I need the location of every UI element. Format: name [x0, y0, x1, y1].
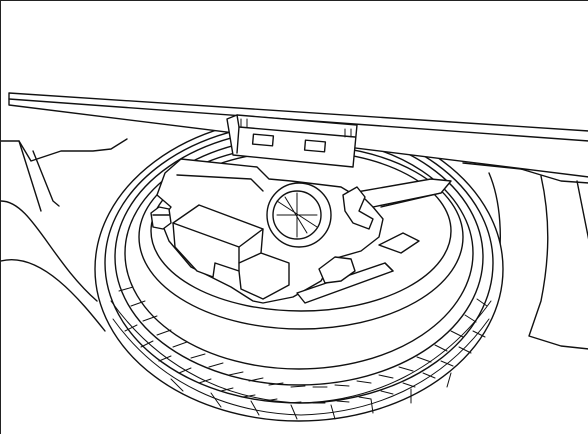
jack-block — [172, 204, 290, 300]
tire-tread — [118, 286, 488, 420]
bolt — [150, 206, 172, 230]
left-body-panel — [1, 138, 128, 332]
wrench-socket — [266, 182, 332, 248]
tow-hook — [342, 186, 374, 230]
jack-handle — [296, 232, 420, 304]
mounting-bracket — [226, 114, 358, 168]
